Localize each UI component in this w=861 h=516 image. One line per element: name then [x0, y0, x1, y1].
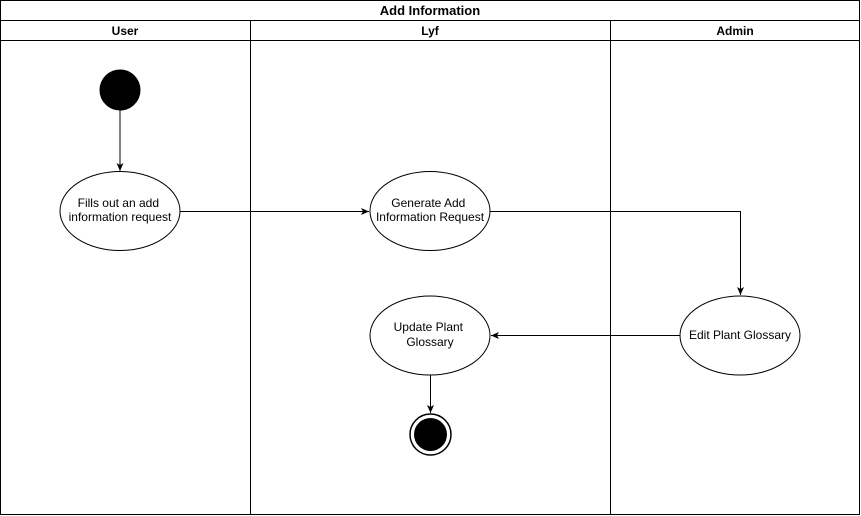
activity-edit-glossary: Edit Plant Glossary [679, 295, 801, 376]
activity-fill-request-shape [59, 171, 181, 251]
activity-update-glossary-line-1: Update Plant [394, 320, 464, 334]
diagram-title: Add Information [380, 3, 480, 18]
end-node-inner-dot [414, 418, 447, 451]
activity-update-glossary-shape [369, 295, 491, 376]
activity-fill-request: Fills out an add information request [59, 171, 181, 251]
activity-edit-glossary-label: Edit Plant Glossary [689, 328, 791, 342]
activity-update-glossary-line-2: Glossary [406, 335, 453, 349]
activity-generate-request-shape [369, 171, 491, 251]
start-node [99, 69, 141, 111]
activity-update-glossary-label: Update Plant Glossary [394, 320, 467, 349]
lane-header-user: User [112, 24, 139, 38]
activity-generate-request: Generate Add Information Request [369, 171, 491, 251]
activity-edit-glossary-shape [679, 295, 801, 376]
lane-header-admin: Admin [716, 24, 753, 38]
activity-fill-request-label: Fills out an add information request [69, 196, 172, 224]
activity-generate-request-line-2: Information Request [376, 210, 485, 224]
activity-fill-request-line-1: Fills out an add [78, 196, 159, 210]
lane-header-lyf: Lyf [421, 24, 440, 38]
end-node [409, 413, 452, 456]
activity-update-glossary: Update Plant Glossary [369, 295, 491, 376]
activity-fill-request-line-2: information request [69, 210, 172, 224]
edge-generate-to-edit-glossary [490, 211, 744, 295]
activity-generate-request-line-1: Generate Add [391, 196, 465, 210]
activity-generate-request-label: Generate Add Information Request [376, 196, 485, 224]
